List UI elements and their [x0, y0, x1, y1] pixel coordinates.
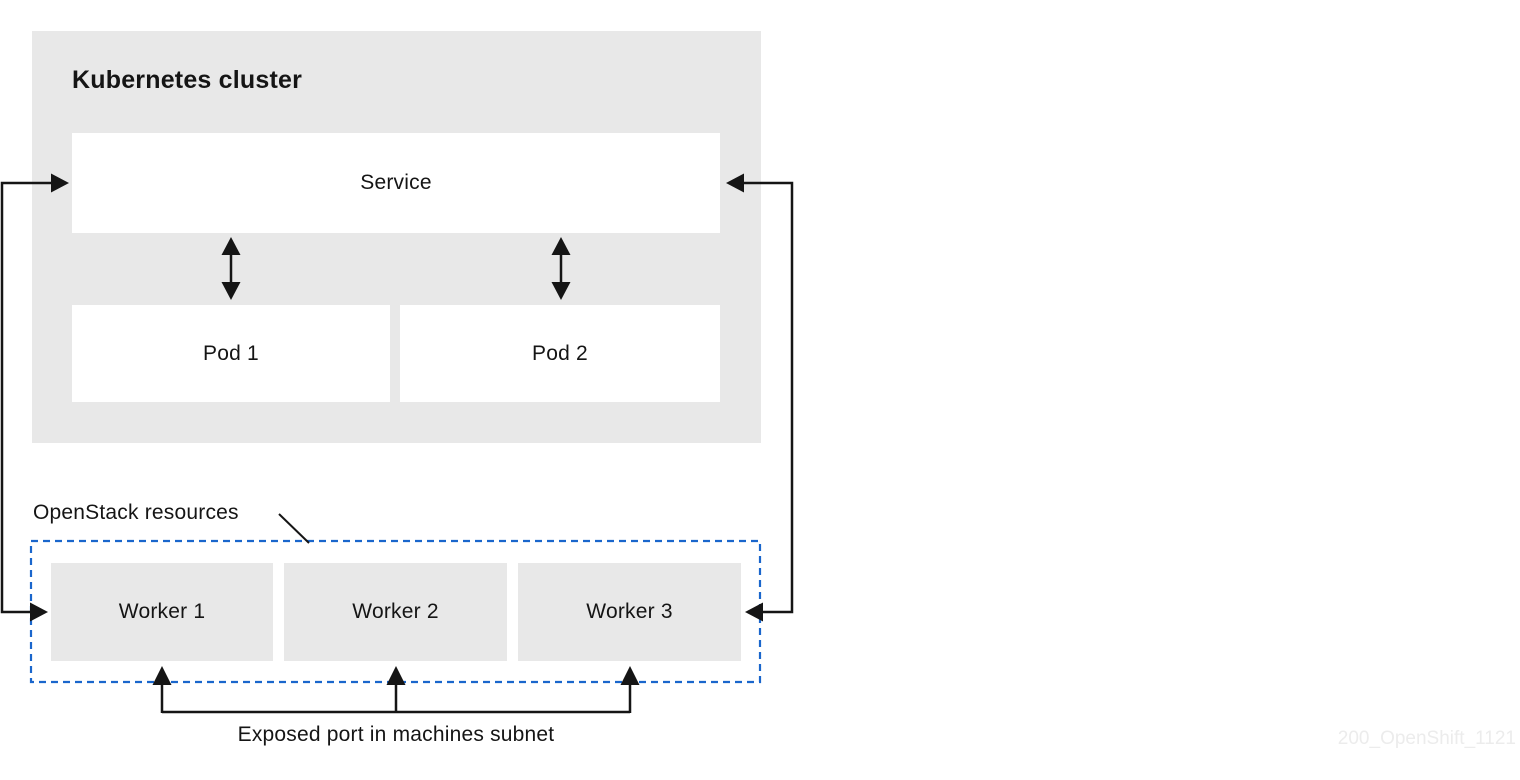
kubernetes-cluster-title: Kubernetes cluster — [72, 66, 303, 94]
worker-1-box: Worker 1 — [51, 563, 273, 661]
watermark-text: 200_OpenShift_1121 — [1337, 728, 1516, 749]
service-label: Service — [360, 171, 432, 194]
openstack-resources-label: OpenStack resources — [33, 501, 239, 524]
worker-3-up-arrowhead-icon — [620, 666, 640, 685]
service-box: Service — [72, 133, 720, 233]
right-worker-arrowhead-icon — [745, 602, 763, 622]
pod-1-box: Pod 1 — [72, 305, 390, 402]
exposed-port-caption: Exposed port in machines subnet — [237, 723, 555, 746]
worker-3-box: Worker 3 — [518, 563, 741, 661]
worker-2-box: Worker 2 — [284, 563, 507, 661]
worker-1-up-arrowhead-icon — [152, 666, 172, 685]
pod-1-label: Pod 1 — [203, 341, 259, 365]
pod-2-label: Pod 2 — [532, 341, 588, 365]
left-worker-arrowhead-icon — [30, 602, 48, 622]
openstack-callout-line — [278, 513, 310, 544]
worker-2-label: Worker 2 — [352, 600, 439, 623]
worker-2-up-arrowhead-icon — [386, 666, 406, 685]
worker-1-label: Worker 1 — [118, 600, 206, 623]
pod-2-box: Pod 2 — [400, 305, 720, 402]
exposed-port-connector — [152, 666, 640, 714]
worker-3-label: Worker 3 — [586, 600, 673, 623]
